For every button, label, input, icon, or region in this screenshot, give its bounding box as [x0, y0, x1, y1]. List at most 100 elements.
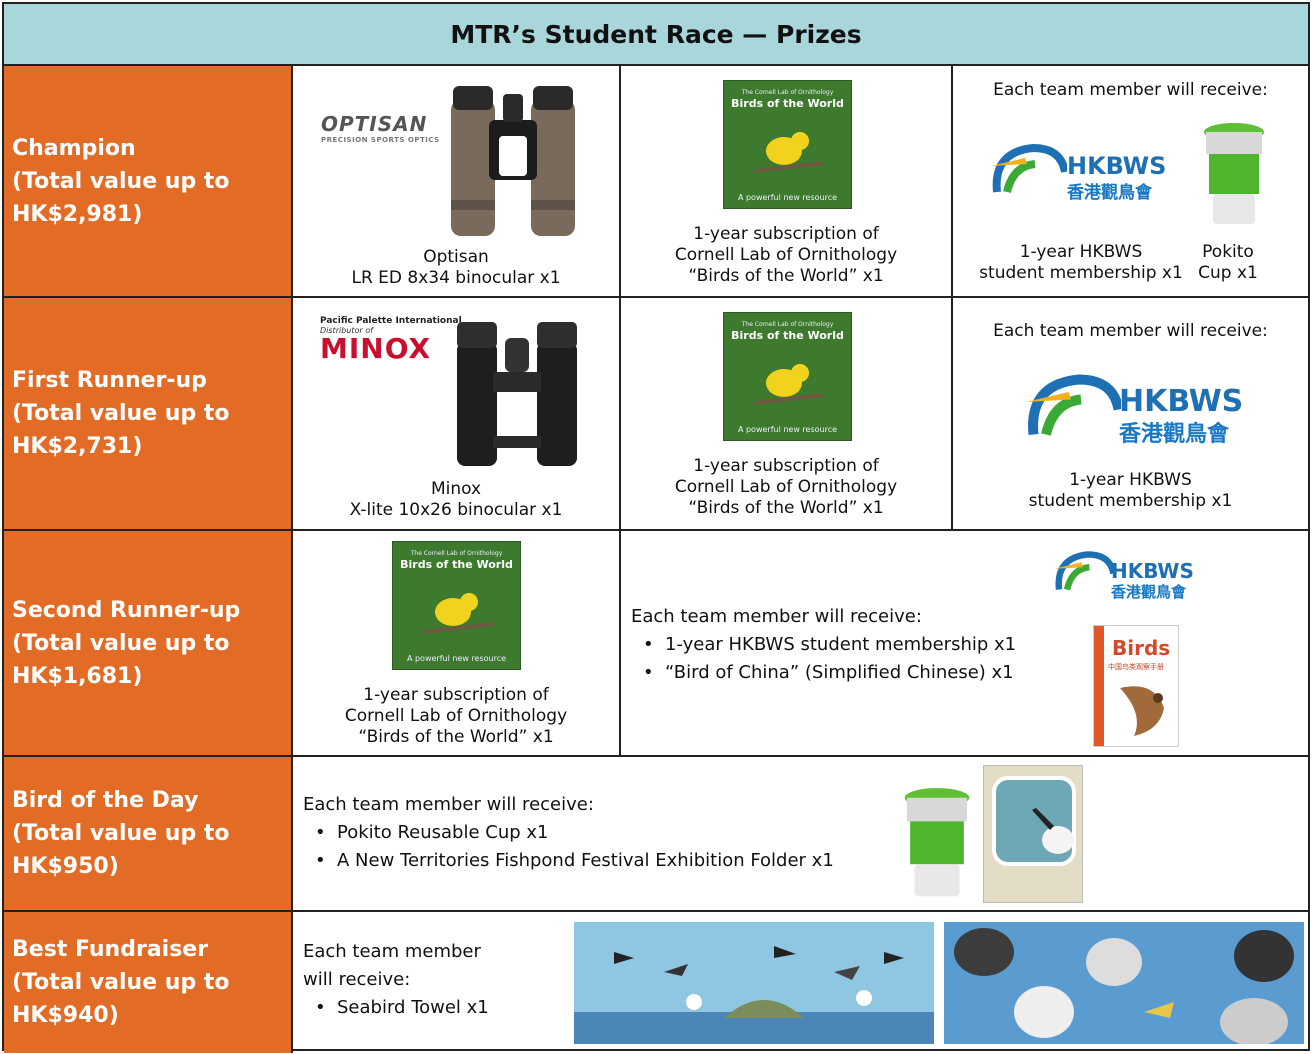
list-item: “Bird of China” (Simplified Chinese) x1 — [643, 659, 1016, 687]
caption-line: 1-year HKBWS — [1069, 470, 1192, 490]
book-publisher: The Cornell Lab of Ornithology — [410, 550, 503, 557]
team-receive-list: Each team member will receive: 1-year HK… — [631, 603, 1016, 687]
label-line: HK$2,731) — [12, 434, 143, 459]
caption-line: 1-year subscription of — [363, 685, 549, 705]
caption-line: student membership x1 — [1028, 491, 1233, 511]
minox-logo: Pacific Palette International Distributo… — [320, 316, 462, 363]
list-item: Seabird Towel x1 — [315, 994, 489, 1022]
seabird-illustration-icon — [574, 946, 934, 1044]
caption-line: student membership x1 — [979, 263, 1183, 283]
hkbws-logo-en: HKBWS — [1119, 384, 1244, 419]
seabird-towel-image-2 — [944, 922, 1304, 1044]
label-line: Best Fundraiser — [12, 937, 209, 962]
label-line: First Runner-up — [12, 368, 207, 393]
team-receive-list: Each team member will receive: Seabird T… — [303, 938, 489, 1022]
binocular-caption: Optisan LR ED 8x34 binocular x1 — [293, 247, 619, 289]
birds-of-world-book-cover: The Cornell Lab of Ornithology Birds of … — [392, 541, 521, 670]
caption-line: “Birds of the World” x1 — [688, 498, 884, 518]
label-line: HK$2,981) — [12, 201, 143, 227]
caption-line: LR ED 8x34 binocular x1 — [351, 268, 561, 288]
champion-label: Champion (Total value up to HK$2,981) — [4, 66, 293, 298]
second-runner-up-label: Second Runner-up (Total value up to HK$1… — [4, 531, 293, 757]
membership-caption: 1-year HKBWS student membership x1 — [953, 470, 1308, 512]
caption-line: Minox — [430, 479, 482, 499]
label-line: (Total value up to — [12, 401, 230, 426]
yellow-bird-icon — [423, 593, 493, 634]
caption-line: 1-year HKBWS — [1019, 242, 1143, 262]
caption-line: Cornell Lab of Ornithology — [674, 477, 898, 497]
label-line: HK$940) — [12, 1003, 119, 1028]
birds-of-china-book-cover: Birds 中国鸟类观察手册 — [1093, 625, 1179, 747]
caption-line: X-lite 10x26 binocular x1 — [349, 500, 563, 520]
book-title: Birds of the World — [731, 329, 844, 342]
binocular-caption: Minox X-lite 10x26 binocular x1 — [293, 479, 619, 521]
book-tagline: A powerful new resource — [737, 425, 838, 434]
yellow-bird-icon — [754, 364, 824, 405]
first-book-cell: The Cornell Lab of Ornithology Birds of … — [621, 298, 953, 531]
optisan-logo-text: OPTISAN — [321, 112, 428, 136]
label-line: HK$1,681) — [12, 663, 143, 689]
caption-line: 1-year subscription of — [693, 224, 879, 244]
china-book-cn: 中国鸟类观察手册 — [1108, 663, 1164, 671]
binocular-icon — [451, 86, 575, 236]
champion-team-cell: Each team member will receive: HKBWS 香港觀… — [953, 66, 1308, 298]
seabird-illustration-icon — [954, 928, 1294, 1044]
team-head: Each team member will receive: — [993, 80, 1268, 100]
book-caption: 1-year subscription of Cornell Lab of Or… — [621, 456, 951, 519]
optisan-logo: OPTISAN PRECISION SPORTS OPTICS — [321, 112, 440, 144]
hkbws-logo-icon — [1026, 374, 1121, 436]
list-item: Pokito Reusable Cup x1 — [315, 819, 834, 847]
book-spine — [1094, 626, 1104, 746]
spoonbill-icon — [1032, 808, 1074, 854]
label-line: HK$950) — [12, 854, 119, 879]
second-team-cell: Each team member will receive: 1-year HK… — [621, 531, 1308, 757]
champion-book-cell: The Cornell Lab of Ornithology Birds of … — [621, 66, 953, 298]
book-publisher: The Cornell Lab of Ornithology — [741, 321, 834, 328]
bird-of-the-day-team-cell: Each team member will receive: Pokito Re… — [293, 757, 1308, 912]
best-fundraiser-team-cell: Each team member will receive: Seabird T… — [293, 912, 1308, 1053]
china-book-title: Birds — [1112, 636, 1171, 660]
minox-logo-line1: Pacific Palette International — [320, 316, 462, 326]
label-line: Champion — [12, 135, 136, 161]
book-title: Birds of the World — [731, 97, 844, 110]
hkbws-logo-cn: 香港觀鳥會 — [1067, 183, 1152, 203]
caption-line: 1-year subscription of — [693, 456, 879, 476]
first-team-cell: Each team member will receive: HKBWS 香港觀… — [953, 298, 1308, 531]
book-tagline: A powerful new resource — [406, 654, 507, 663]
hkbws-logo-en: HKBWS — [1111, 559, 1194, 583]
list-item: 1-year HKBWS student membership x1 — [643, 631, 1016, 659]
birds-of-world-book-cover: The Cornell Lab of Ornithology Birds of … — [723, 80, 852, 209]
caption-line: Cornell Lab of Ornithology — [674, 245, 898, 265]
label-line: (Total value up to — [12, 821, 230, 846]
label-line: (Total value up to — [12, 168, 230, 194]
seabird-towel-image-1 — [574, 922, 934, 1044]
book-caption: 1-year subscription of Cornell Lab of Or… — [621, 224, 951, 287]
membership-caption: 1-year HKBWS student membership x1 — [971, 242, 1191, 284]
caption-line: “Birds of the World” x1 — [688, 266, 884, 286]
label-line: Second Runner-up — [12, 597, 241, 623]
book-caption: 1-year subscription of Cornell Lab of Or… — [293, 685, 619, 748]
team-receive-list: Each team member will receive: Pokito Re… — [303, 791, 834, 875]
team-head-line: will receive: — [303, 969, 411, 990]
team-head: Each team member will receive: — [993, 321, 1268, 341]
book-tagline: A powerful new resource — [737, 193, 838, 202]
bird-of-the-day-label: Bird of the Day (Total value up to HK$95… — [4, 757, 293, 912]
team-head: Each team member will receive: — [631, 606, 922, 627]
best-fundraiser-label: Best Fundraiser (Total value up to HK$94… — [4, 912, 293, 1053]
first-runner-up-label: First Runner-up (Total value up to HK$2,… — [4, 298, 293, 531]
book-publisher: The Cornell Lab of Ornithology — [741, 89, 834, 96]
label-line: (Total value up to — [12, 630, 230, 656]
champion-binocular-cell: OPTISAN PRECISION SPORTS OPTICS Optisan … — [293, 66, 621, 298]
birds-of-world-book-cover: The Cornell Lab of Ornithology Birds of … — [723, 312, 852, 441]
hkbws-logo-icon — [1054, 551, 1115, 591]
hkbws-logo-cn: 香港觀鳥會 — [1111, 583, 1187, 601]
minox-logo-big: MINOX — [320, 332, 432, 365]
optisan-logo-sub: PRECISION SPORTS OPTICS — [321, 136, 440, 144]
hkbws-logo-icon — [991, 143, 1067, 194]
caption-line: Pokito — [1202, 242, 1254, 262]
caption-line: Cornell Lab of Ornithology — [344, 706, 568, 726]
pokito-cup-icon — [904, 788, 970, 897]
minox-logo-line2: Distributor of — [320, 326, 373, 335]
